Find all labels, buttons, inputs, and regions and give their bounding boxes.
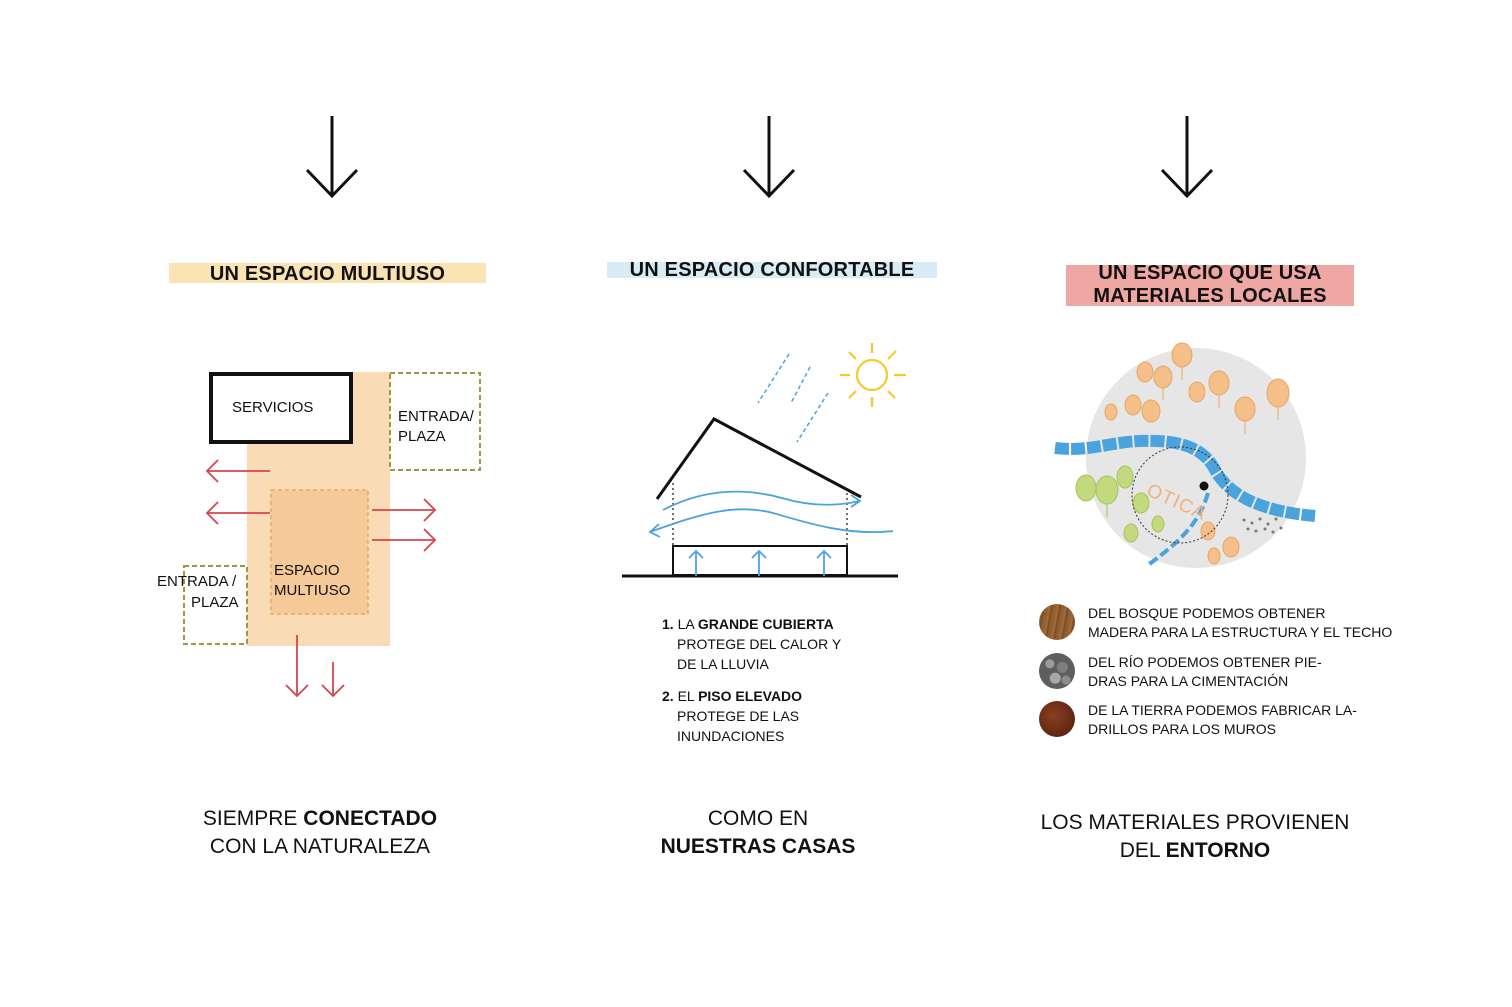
entrada-plaza-box-top	[389, 372, 481, 471]
roof	[655, 417, 862, 500]
air-flow-icon	[648, 490, 894, 538]
down-arrow-icon	[305, 116, 359, 199]
site-map-diagram	[1054, 342, 1316, 568]
entrada-top-label-1: ENTRADA/	[398, 408, 474, 425]
stones-dots	[1242, 517, 1283, 534]
espacio-label-1: ESPACIO	[274, 562, 340, 579]
rain-icon	[757, 353, 829, 443]
material-stones-line2: DRAS PARA LA CIMENTACIÓN	[1088, 673, 1289, 689]
material-earth-line2: DRILLOS PARA LOS MUROS	[1088, 721, 1277, 737]
circulation-arrows	[205, 459, 437, 698]
up-arrows	[688, 549, 832, 576]
material-wood-line1: DEL BOSQUE PODEMOS OBTENER	[1088, 605, 1326, 621]
note-2-line2: PROTEGE DE LAS	[677, 708, 800, 724]
arrow-down-icon	[321, 662, 345, 698]
materiales-caption: LOS MATERIALES PROVIENEN DEL ENTORNO	[1025, 809, 1365, 865]
confortable-title: UN ESPACIO CONFORTABLE	[629, 259, 915, 281]
materiales-caption-pre: DEL	[1119, 839, 1166, 862]
materiales-caption-bold: ENTORNO	[1165, 839, 1271, 862]
riverbank-trees	[1075, 465, 1165, 543]
entrada-plaza-box-left	[183, 565, 248, 645]
entrada-top-label-2: PLAZA	[398, 428, 446, 445]
note-1-line3: DE LA LLUVIA	[677, 656, 769, 672]
multiuso-caption-pre: SIEMPRE	[202, 807, 304, 830]
note-2-line3: INUNDACIONES	[677, 728, 785, 744]
confortable-caption-bold: NUESTRAS CASAS	[660, 835, 856, 858]
site-point	[1199, 481, 1209, 491]
materiales-caption-line1: LOS MATERIALES PROVIENEN	[1040, 811, 1350, 834]
materiales-title-line2: MATERIALES LOCALES	[1093, 285, 1327, 307]
material-row-earth: DE LA TIERRA PODEMOS FABRICAR LA- DRILLO…	[1039, 701, 1418, 739]
note-2-bold: PISO ELEVADO	[698, 688, 803, 704]
multiuso-caption: SIEMPRE CONECTADO CON LA NATURALEZA	[160, 805, 480, 861]
servicios-label: SERVICIOS	[232, 399, 314, 416]
arrow-right-icon	[372, 528, 437, 552]
down-arrow-icon	[742, 116, 796, 199]
arrow-up-icon	[688, 549, 704, 576]
stones-texture-icon	[1039, 653, 1075, 689]
note-1-bold: GRANDE CUBIERTA	[697, 616, 834, 632]
material-row-stones: DEL RÍO PODEMOS OBTENER PIE- DRAS PARA L…	[1039, 653, 1418, 691]
arrow-right-icon	[372, 498, 437, 522]
confortable-caption-line1: COMO EN	[707, 807, 809, 830]
entrada-left-label-1: ENTRADA /	[157, 573, 237, 590]
material-row-wood: DEL BOSQUE PODEMOS OBTENER MADERA PARA L…	[1039, 604, 1418, 642]
servicios-box	[209, 372, 353, 444]
title-highlight-yellow	[169, 263, 486, 283]
down-arrow-icon	[1160, 116, 1214, 199]
note-2-number: 2.	[662, 688, 674, 704]
note-2: 2. EL PISO ELEVADO PROTEGE DE LAS INUNDA…	[662, 686, 802, 746]
note-1-line2: PROTEGE DEL CALOR Y	[677, 636, 842, 652]
confortable-caption: COMO EN NUESTRAS CASAS	[598, 805, 918, 861]
arrow-up-icon	[816, 549, 832, 576]
river	[1054, 434, 1316, 522]
arrow-left-icon	[205, 459, 270, 483]
note-2-pre: EL	[677, 688, 699, 704]
arrow-up-icon	[751, 549, 767, 576]
house-section-diagram	[622, 343, 906, 578]
multiuso-caption-bold: CONECTADO	[303, 807, 438, 830]
wood-texture-icon	[1039, 604, 1075, 640]
espacio-label-2: MULTIUSO	[274, 582, 351, 599]
forest-trees	[1104, 342, 1290, 565]
sun-icon	[840, 343, 906, 407]
river-branch	[1146, 492, 1210, 567]
material-wood-line2: MADERA PARA LA ESTRUCTURA Y EL TECHO	[1088, 624, 1393, 640]
arrow-down-icon	[285, 635, 309, 698]
earth-texture-icon	[1039, 701, 1075, 737]
note-1-pre: LA	[677, 616, 698, 632]
site-radius	[1131, 446, 1229, 544]
note-1-number: 1.	[662, 616, 674, 632]
materiales-title-line1: UN ESPACIO QUE USA	[1098, 262, 1322, 284]
raised-floor	[672, 545, 848, 576]
title-highlight-pink	[1066, 265, 1354, 306]
title-highlight-blue	[607, 262, 937, 278]
multiuso-plan-diagram	[183, 372, 481, 698]
multiuso-title: UN ESPACIO MULTIUSO	[209, 263, 446, 285]
multiuso-caption-line2: CON LA NATURALEZA	[209, 835, 431, 858]
note-1: 1. LA GRANDE CUBIERTA PROTEGE DEL CALOR …	[662, 614, 841, 674]
entrada-left-label-2: PLAZA	[191, 594, 239, 611]
material-stones-line1: DEL RÍO PODEMOS OBTENER PIE-	[1088, 654, 1322, 670]
material-earth-line1: DE LA TIERRA PODEMOS FABRICAR LA-	[1088, 702, 1357, 718]
espacio-multiuso-box	[270, 489, 369, 615]
arrow-left-icon	[205, 501, 270, 525]
